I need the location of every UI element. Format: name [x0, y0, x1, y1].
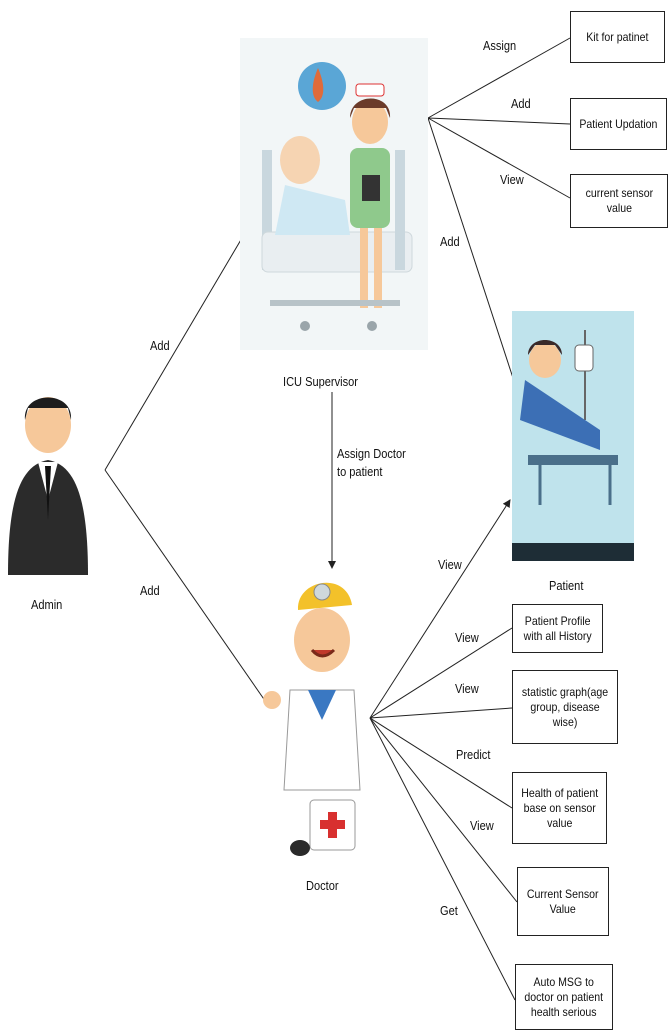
edge-admin-doctor	[104, 469, 269, 706]
edge-label-assign-doctor: Assign Doctor to patient	[337, 446, 406, 479]
edge-label-admin-add-supervisor: Add	[150, 338, 170, 353]
admin-label: Admin	[31, 597, 63, 612]
edge-label-add-patient: Add	[440, 234, 460, 249]
admin-illustration	[8, 397, 88, 575]
box-msg-text: Auto MSG to doctor on patient health ser…	[524, 974, 604, 1019]
box-sensor2-text: Current Sensor Value	[527, 886, 599, 916]
edge-label-admin-add-doctor: Add	[140, 583, 160, 598]
box-statistic-graph: statistic graph(age group, disease wise)	[512, 670, 618, 744]
patient-label: Patient	[549, 578, 584, 593]
edge-doc-profile	[369, 627, 513, 719]
edge-doc-sensor	[369, 717, 518, 903]
edge-sup-kit	[427, 37, 571, 119]
box-graph-text: statistic graph(age group, disease wise)	[521, 684, 609, 729]
edge-label-view-patient: View	[438, 557, 462, 572]
box-profile-text: Patient Profile with all History	[523, 613, 592, 643]
connectors	[104, 37, 571, 1001]
edge-label-predict: Predict	[456, 747, 491, 762]
edge-sup-updation	[427, 117, 571, 125]
icu-supervisor-illustration	[240, 38, 428, 350]
edge-label-view-profile: View	[455, 630, 479, 645]
edge-label-add-update: Add	[511, 96, 531, 111]
edge-label-view-graph: View	[455, 681, 479, 696]
edge-doc-msg	[369, 717, 516, 1001]
icu-supervisor-label: ICU Supervisor	[283, 374, 358, 389]
edge-label-assign: Assign	[483, 38, 517, 53]
edge-label-get: Get	[440, 903, 458, 918]
box-updation-text: Patient Updation	[579, 116, 658, 131]
edge-sup-sensor	[427, 117, 571, 199]
edge-label-view-sensor: View	[500, 172, 524, 187]
edge-doc-patient	[369, 499, 511, 719]
box-auto-msg: Auto MSG to doctor on patient health ser…	[515, 964, 613, 1030]
patient-illustration	[512, 311, 634, 561]
box-health-of-patient: Health of patient base on sensor value	[512, 772, 607, 844]
edge-admin-supervisor	[104, 237, 243, 471]
box-kit-for-patient: Kit for patinet	[570, 11, 665, 63]
doctor-label: Doctor	[306, 878, 339, 893]
box-kit-text: Kit for patinet	[586, 29, 649, 44]
box-current-sensor-value-2: Current Sensor Value	[517, 867, 609, 936]
box-patient-updation: Patient Updation	[570, 98, 667, 150]
edge-doc-health	[369, 717, 513, 809]
box-patient-profile: Patient Profile with all History	[512, 604, 603, 653]
box-current-sensor-value: current sensor value	[570, 174, 668, 228]
edge-label-view-sensor-2: View	[470, 818, 494, 833]
doctor-illustration	[263, 582, 361, 856]
edge-doc-graph	[369, 707, 513, 719]
edge-sup-patient	[427, 117, 514, 379]
box-health-text: Health of patient base on sensor value	[521, 785, 598, 830]
box-sensor-text: current sensor value	[585, 186, 653, 215]
